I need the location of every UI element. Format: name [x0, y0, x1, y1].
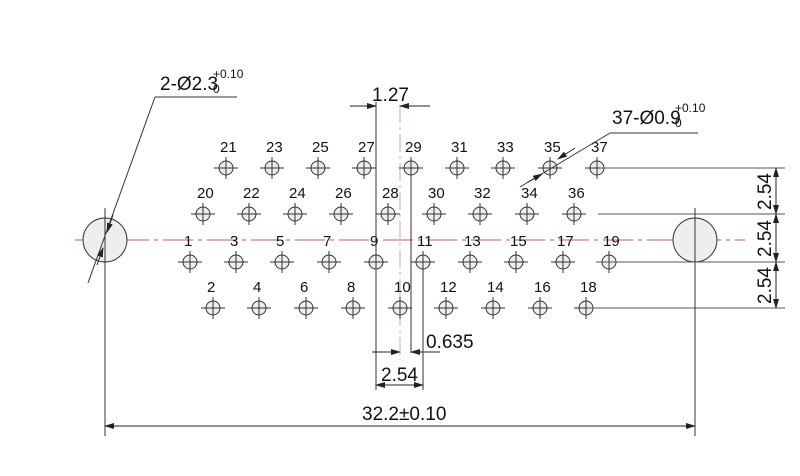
pin-20: 20 [191, 185, 215, 225]
pin-number-label: 12 [440, 279, 457, 296]
pin-34: 34 [515, 185, 539, 225]
pin-4: 4 [247, 279, 271, 319]
pin-number-label: 4 [253, 279, 261, 296]
pin-number-label: 10 [394, 279, 411, 296]
pin-number-label: 27 [358, 139, 375, 156]
pin-number-label: 30 [428, 185, 445, 202]
pin-number-label: 13 [464, 233, 481, 250]
dim-pitch-half-text: 1.27 [372, 85, 409, 106]
pin-16: 16 [528, 279, 552, 319]
pin-number-label: 2 [207, 279, 215, 296]
pin-number-label: 21 [220, 139, 237, 156]
pin-8: 8 [341, 279, 365, 319]
dim-row-2-text: 2.54 [755, 220, 776, 257]
pin-18: 18 [574, 279, 598, 319]
pin-24: 24 [283, 185, 307, 225]
pin-37: 37 [585, 139, 609, 179]
pin-2: 2 [201, 279, 225, 319]
pin-number-label: 1 [184, 233, 192, 250]
pin-28: 28 [376, 185, 400, 225]
pin-number-label: 18 [580, 279, 597, 296]
pin-5: 5 [270, 233, 294, 273]
pin-number-label: 26 [335, 185, 352, 202]
dim-overall-text: 32.2±0.10 [362, 404, 446, 425]
pin-6: 6 [294, 279, 318, 319]
pin-number-label: 7 [323, 233, 331, 250]
dim-pitch-half: 1.27 [350, 85, 430, 262]
pin-number-label: 35 [544, 139, 561, 156]
pin-hole-tol-upper: +0.10 [675, 101, 706, 115]
pin-number-label: 23 [266, 139, 283, 156]
pin-number-label: 14 [487, 279, 504, 296]
pin-number-label: 3 [230, 233, 238, 250]
pin-22: 22 [237, 185, 261, 225]
pin-number-label: 8 [347, 279, 355, 296]
mount-hole-tol-lower: 0 [213, 82, 220, 96]
dim-bottom-pitch: 0.635 2.54 [372, 168, 474, 390]
pin-1: 1 [178, 233, 202, 273]
pin-number-label: 33 [497, 139, 514, 156]
pin-33: 33 [491, 139, 515, 179]
pin-number-label: 32 [474, 185, 491, 202]
pin-30: 30 [422, 185, 446, 225]
mount-hole-callout-text: 2-Ø2.3 [160, 74, 218, 95]
pin-number-label: 36 [568, 185, 585, 202]
pin-7: 7 [317, 233, 341, 273]
pin-21: 21 [214, 139, 238, 179]
pin-12: 12 [434, 279, 458, 319]
pin-13: 13 [458, 233, 482, 273]
pin-25: 25 [306, 139, 330, 179]
pin-36: 36 [562, 185, 586, 225]
pin-number-label: 22 [243, 185, 260, 202]
pin-19: 19 [597, 233, 621, 273]
mount-hole-tol-upper: +0.10 [213, 67, 244, 81]
dim-offset-text: 0.635 [426, 332, 474, 353]
pin-26: 26 [329, 185, 353, 225]
pin-number-label: 25 [312, 139, 329, 156]
pin-hole-tol-lower: 0 [675, 116, 682, 130]
pin-number-label: 29 [405, 139, 422, 156]
mount-hole-callout: 2-Ø2.3 +0.10 0 [87, 67, 244, 284]
pin-10: 10 [388, 279, 412, 319]
pin-3: 3 [224, 233, 248, 273]
pin-number-label: 28 [382, 185, 399, 202]
pin-number-label: 34 [521, 185, 538, 202]
pin-number-label: 31 [451, 139, 468, 156]
pin-number-label: 9 [370, 233, 378, 250]
pin-27: 27 [352, 139, 376, 179]
pin-number-label: 11 [417, 233, 433, 250]
pin-number-label: 5 [276, 233, 284, 250]
pin-number-label: 24 [289, 185, 306, 202]
pin-hole-callout: 37-Ø0.9 +0.10 0 [519, 101, 706, 188]
pin-number-label: 19 [603, 233, 620, 250]
pin-23: 23 [260, 139, 284, 179]
pin-number-label: 20 [197, 185, 214, 202]
pin-number-label: 17 [557, 233, 574, 250]
pin-number-label: 16 [534, 279, 551, 296]
dim-row-3-text: 2.54 [755, 267, 776, 304]
pin-number-label: 37 [591, 139, 608, 156]
dim-overall: 32.2±0.10 [104, 210, 696, 436]
pin-15: 15 [504, 233, 528, 273]
pin-number-label: 6 [300, 279, 308, 296]
pin-31: 31 [445, 139, 469, 179]
pin-17: 17 [551, 233, 575, 273]
pin-14: 14 [481, 279, 505, 319]
dim-row-1-text: 2.54 [755, 173, 776, 210]
pin-32: 32 [468, 185, 492, 225]
dim-pitch-text: 2.54 [381, 365, 418, 386]
dim-row-spacing: 2.54 2.54 2.54 [588, 167, 785, 309]
pin-number-label: 15 [510, 233, 527, 250]
pin-hole-callout-text: 37-Ø0.9 [612, 108, 681, 129]
